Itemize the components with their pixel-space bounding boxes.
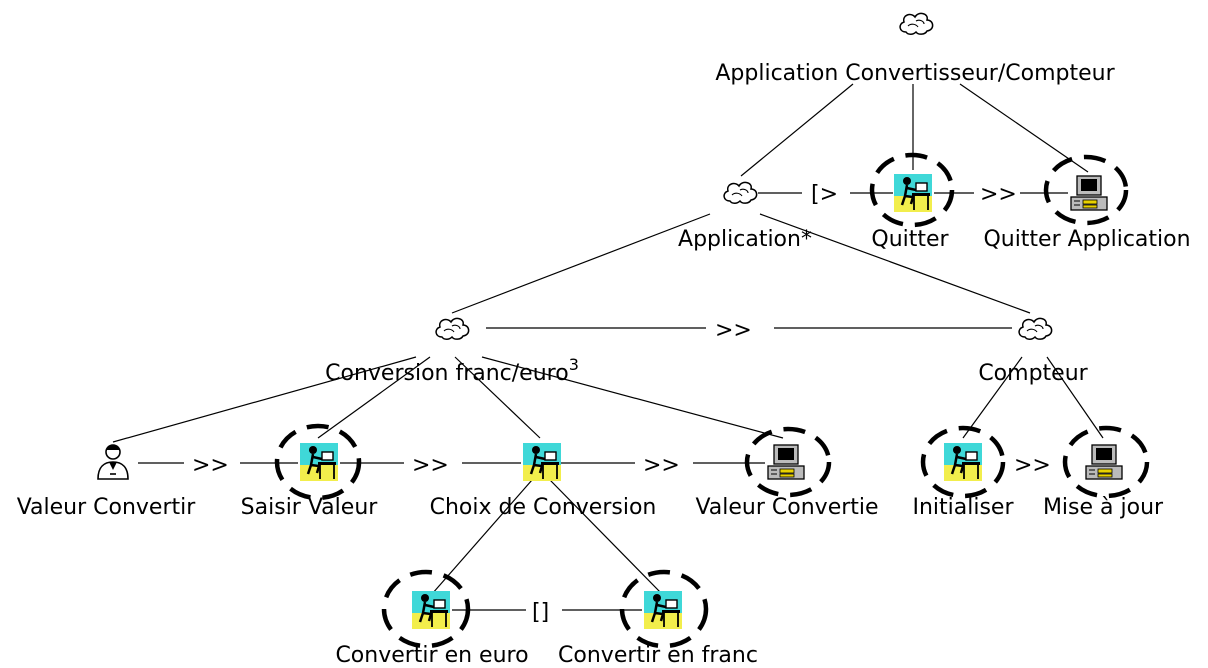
cloud-icon[interactable] <box>723 181 758 204</box>
highlight-circle <box>381 569 471 649</box>
conversion-iteration-superscript: 3 <box>569 355 579 374</box>
edge-conv-choix <box>454 356 541 439</box>
interaction-task-icon[interactable] <box>300 443 338 481</box>
computer-icon[interactable] <box>767 444 805 480</box>
operators: [> >> >> >> >> >> >> [] <box>192 182 1051 625</box>
edge-root-app <box>740 83 854 177</box>
node-label-quitter-application: Quitter Application <box>983 227 1190 252</box>
cloud-icon[interactable] <box>435 317 470 340</box>
highlight-circles <box>274 152 1150 649</box>
node-label-application: Application* <box>678 227 812 252</box>
edge-app-conversion <box>451 213 711 314</box>
operator-disabling: [> <box>811 182 838 207</box>
interaction-task-icon[interactable] <box>644 591 682 629</box>
node-label-saisir-valeur: Saisir Valeur <box>241 495 379 520</box>
operator-enabling: >> <box>980 182 1017 207</box>
node-label-quitter: Quitter <box>871 227 949 252</box>
highlight-circle <box>274 423 362 501</box>
edges <box>112 83 1104 595</box>
highlight-circle <box>744 426 832 498</box>
cloud-icon[interactable] <box>899 12 934 36</box>
node-label-conversion: Conversion franc/euro3 <box>325 355 579 386</box>
edge-conv-valeurconvertie <box>481 356 784 439</box>
edge-conv-saisir <box>317 356 431 439</box>
edge-choix-franc <box>549 479 663 595</box>
edge-choix-euro <box>431 479 533 595</box>
operator-enabling: >> <box>192 453 229 478</box>
node-label-convertir-franc: Convertir en franc <box>558 643 758 668</box>
computer-icon[interactable] <box>1070 175 1108 211</box>
interaction-task-icon[interactable] <box>944 443 982 481</box>
highlight-circle <box>869 152 955 228</box>
node-icons <box>97 12 1123 629</box>
operator-enabling: >> <box>715 318 752 343</box>
computer-icon[interactable] <box>1085 444 1123 480</box>
operator-enabling: >> <box>1014 453 1051 478</box>
node-label-compteur: Compteur <box>978 361 1088 386</box>
edge-root-quitter-app <box>959 83 1089 173</box>
conversion-label-text: Conversion franc/euro <box>325 361 569 386</box>
node-label-valeur-convertie: Valeur Convertie <box>695 495 878 520</box>
node-label-root: Application Convertisseur/Compteur <box>715 61 1115 86</box>
node-label-initialiser: Initialiser <box>912 495 1014 520</box>
highlight-circle <box>1043 154 1129 226</box>
node-label-mise-a-jour: Mise à jour <box>1043 495 1164 520</box>
highlight-circle <box>619 569 709 649</box>
edge-conv-valeurconvertir <box>112 356 417 443</box>
node-label-choix-conversion: Choix de Conversion <box>430 495 657 520</box>
cloud-icon[interactable] <box>1018 317 1053 340</box>
edge-compteur-initialiser <box>962 356 1023 439</box>
node-labels: Application Convertisseur/Compteur Appli… <box>17 61 1191 668</box>
node-label-convertir-euro: Convertir en euro <box>335 643 528 668</box>
operator-choice: [] <box>532 600 549 625</box>
edge-app-compteur <box>759 213 1031 314</box>
interaction-task-icon[interactable] <box>894 174 932 212</box>
highlight-circle <box>1062 425 1150 499</box>
interaction-task-icon[interactable] <box>412 591 450 629</box>
highlight-circle <box>920 425 1006 499</box>
interaction-task-icon[interactable] <box>523 443 561 481</box>
operator-enabling: >> <box>412 453 449 478</box>
edge-compteur-misejour <box>1046 356 1104 439</box>
operator-enabling: >> <box>643 453 680 478</box>
user-icon[interactable] <box>97 444 129 480</box>
node-label-valeur-convertir: Valeur Convertir <box>17 495 197 520</box>
